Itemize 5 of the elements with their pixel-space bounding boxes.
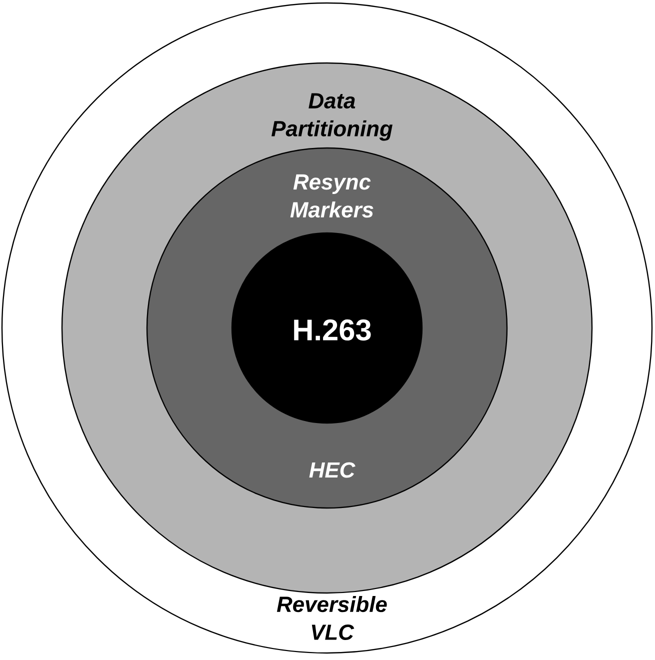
circle-label: Reversible VLC — [276, 596, 387, 640]
circle-label: Data Partitioning — [272, 93, 393, 141]
circle-label: HEC — [309, 462, 356, 478]
circle-label: H.263 — [294, 319, 371, 341]
circle-label: Resync Markers — [290, 174, 374, 218]
